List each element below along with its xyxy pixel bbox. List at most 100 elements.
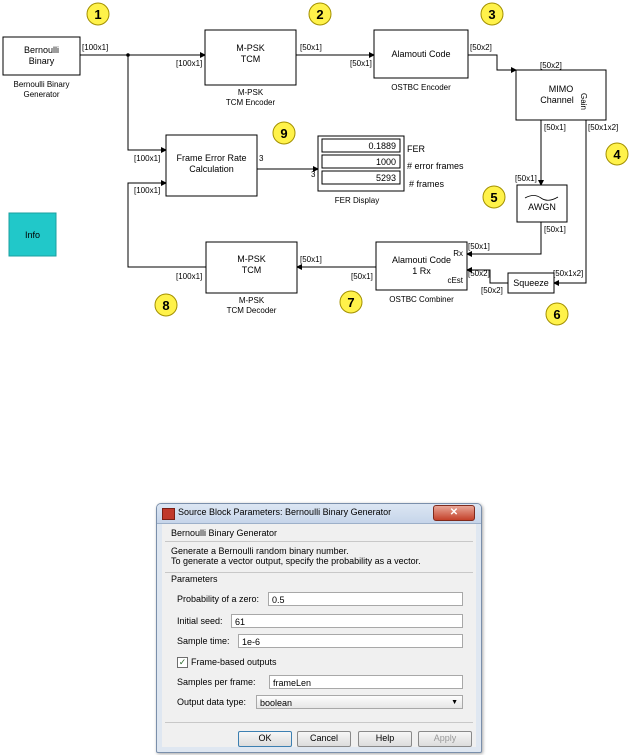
block-caption: M-PSK <box>238 88 264 97</box>
signal-label: [50x1x2] <box>553 269 583 278</box>
block-awgn[interactable]: AWGN <box>516 184 568 223</box>
block-fer-display[interactable]: 0.1889 1000 5293 3 FER # error frames # … <box>311 135 464 205</box>
block-label: 1 Rx <box>412 266 431 276</box>
block-info[interactable]: Info <box>8 212 57 257</box>
sample-time-label: Sample time: <box>177 636 230 646</box>
signal-label: [50x2] <box>470 43 492 52</box>
block-parameters-dialog: Source Block Parameters: Bernoulli Binar… <box>156 503 482 753</box>
port-gain-label: Gain <box>579 93 588 110</box>
signal-label: [100x1] <box>134 154 160 163</box>
block-caption: Generator <box>23 90 59 99</box>
divider <box>165 541 473 542</box>
step-markers: 1 2 3 4 5 6 7 8 <box>86 2 629 326</box>
block-mpsk-tcm-decoder[interactable]: M-PSK TCM M-PSK TCM Decoder <box>205 241 298 315</box>
block-label: TCM <box>242 265 262 275</box>
marker-1: 1 <box>86 2 110 26</box>
svg-text:2: 2 <box>316 7 323 22</box>
signal-label: [50x1] <box>544 123 566 132</box>
block-label: M-PSK <box>237 254 266 264</box>
wire-bernoulli-to-fer <box>127 55 167 153</box>
marker-6: 6 <box>545 302 569 326</box>
svg-text:7: 7 <box>347 295 354 310</box>
port-out-label: 3 <box>259 154 264 163</box>
port-cest-label: cEst <box>447 276 463 285</box>
ok-button[interactable]: OK <box>238 731 292 747</box>
output-data-type-label: Output data type: <box>177 697 247 707</box>
branch-point <box>126 53 130 57</box>
signal-label: [100x1] <box>134 186 160 195</box>
block-alamouti-combiner[interactable]: Alamouti Code 1 Rx Rx cEst OSTBC Combine… <box>375 241 468 304</box>
frame-based-checkbox[interactable]: ✓ <box>177 657 188 668</box>
block-label: AWGN <box>528 202 556 212</box>
block-mpsk-tcm-encoder[interactable]: M-PSK TCM M-PSK TCM Encoder <box>204 29 297 107</box>
block-frame-error-rate[interactable]: Frame Error Rate Calculation 3 <box>165 134 264 197</box>
block-label: TCM <box>241 54 261 64</box>
svg-text:6: 6 <box>553 307 560 322</box>
frame-based-label: Frame-based outputs <box>191 657 277 667</box>
marker-8: 8 <box>154 293 178 317</box>
block-label: M-PSK <box>236 43 265 53</box>
help-button[interactable]: Help <box>358 731 412 747</box>
block-label: Squeeze <box>513 278 549 288</box>
samples-per-frame-label: Samples per frame: <box>177 677 256 687</box>
signal-label: [50x2] <box>468 269 490 278</box>
initial-seed-input[interactable]: 61 <box>231 614 463 628</box>
close-icon[interactable]: ✕ <box>433 505 475 521</box>
matlab-app-icon <box>162 508 175 520</box>
block-mimo-channel[interactable]: MIMO Channel Gain <box>515 69 607 121</box>
cancel-button[interactable]: Cancel <box>297 731 351 747</box>
signal-lines <box>80 52 587 286</box>
parameters-group-label: Parameters <box>171 574 218 584</box>
signal-label: [50x2] <box>481 286 503 295</box>
frames-value: 5293 <box>376 173 396 183</box>
select-value: boolean <box>260 698 293 708</box>
dialog-title: Source Block Parameters: Bernoulli Binar… <box>178 507 392 517</box>
probability-input[interactable]: 0.5 <box>268 592 463 606</box>
block-label: Frame Error Rate <box>176 153 246 163</box>
display-label-error-frames: # error frames <box>407 161 464 171</box>
wire-squeeze-to-combiner <box>466 267 508 284</box>
marker-7: 7 <box>339 290 363 314</box>
marker-4: 4 <box>605 142 629 166</box>
signal-label: [50x1] <box>300 43 322 52</box>
block-label: MIMO <box>549 84 574 94</box>
block-caption: TCM Encoder <box>226 98 276 107</box>
block-bernoulli-binary[interactable]: Bernoulli Binary Bernoulli Binary Genera… <box>2 36 81 99</box>
display-label-fer: FER <box>407 144 426 154</box>
svg-text:4: 4 <box>613 147 621 162</box>
output-data-type-select[interactable]: boolean ▼ <box>256 695 463 709</box>
divider <box>165 722 473 723</box>
block-alamouti-code[interactable]: Alamouti Code OSTBC Encoder <box>373 29 469 92</box>
svg-text:9: 9 <box>280 126 287 141</box>
signal-label: [100x1] <box>176 59 202 68</box>
samples-per-frame-input[interactable]: frameLen <box>269 675 463 689</box>
signal-label: [50x1] <box>515 174 537 183</box>
fer-value: 0.1889 <box>368 141 396 151</box>
block-label: Alamouti Code <box>392 255 451 265</box>
marker-5: 5 <box>482 185 506 209</box>
initial-seed-label: Initial seed: <box>177 616 223 626</box>
wire-alamouti-to-mimo <box>468 54 517 73</box>
dialog-body: Bernoulli Binary Generator Generate a Be… <box>162 524 476 747</box>
block-label: Binary <box>29 56 55 66</box>
svg-text:1: 1 <box>94 7 101 22</box>
signal-label: [100x1] <box>176 272 202 281</box>
block-squeeze[interactable]: Squeeze <box>507 272 555 294</box>
wire-decoder-to-fer <box>127 180 206 268</box>
description-line: Generate a Bernoulli random binary numbe… <box>171 546 349 556</box>
block-label: Alamouti Code <box>391 49 450 59</box>
marker-2: 2 <box>308 2 332 26</box>
signal-label: [50x1] <box>351 272 373 281</box>
signal-label: [50x1] <box>544 225 566 234</box>
block-caption: OSTBC Encoder <box>391 83 451 92</box>
simulink-diagram: Bernoulli Binary Bernoulli Binary Genera… <box>2 2 629 326</box>
signal-label: [50x1] <box>468 242 490 251</box>
marker-9: 9 <box>272 121 296 145</box>
block-caption: OSTBC Combiner <box>389 295 454 304</box>
block-label: Calculation <box>189 164 234 174</box>
signal-label: [100x1] <box>82 43 108 52</box>
dialog-titlebar[interactable]: Source Block Parameters: Bernoulli Binar… <box>157 504 481 524</box>
sample-time-input[interactable]: 1e-6 <box>238 634 463 648</box>
apply-button[interactable]: Apply <box>418 731 472 747</box>
description-line: To generate a vector output, specify the… <box>171 556 421 566</box>
